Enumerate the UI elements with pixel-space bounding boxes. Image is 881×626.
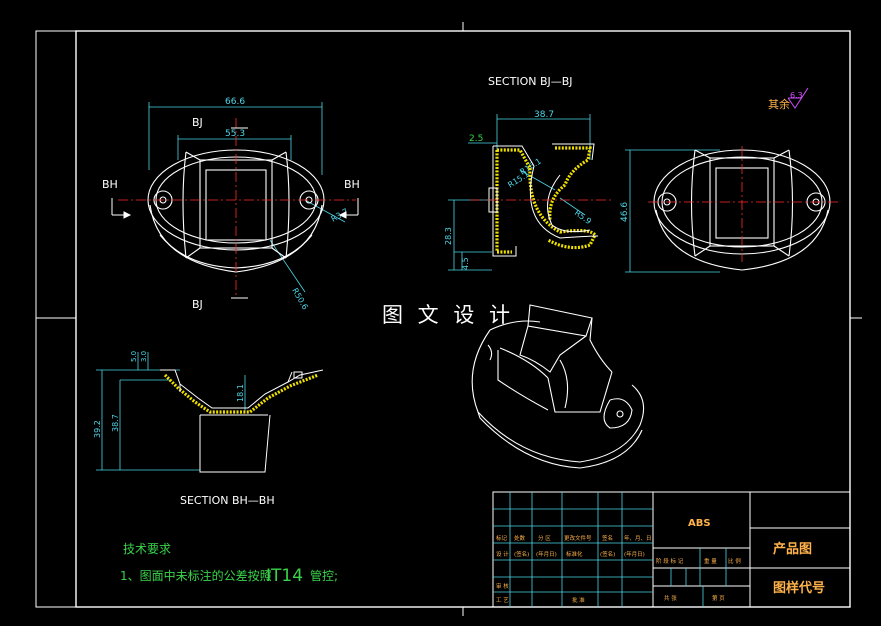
dim-38-7: 38.7 (534, 110, 554, 120)
mark-bh-right: BH (344, 178, 360, 191)
tb-design-3: 标准化 (566, 550, 583, 558)
tb-rev-3: 更改文件号 (564, 534, 592, 542)
dim-2-5: 2.5 (469, 134, 483, 144)
notes-title: 技术要求 (123, 542, 171, 556)
watermark-text: 图 文 设 计 (382, 303, 514, 327)
tb-process-2: 批 准 (572, 596, 585, 604)
dim-39-2: 39.2 (93, 420, 102, 438)
section-bj-title: SECTION BJ—BJ (488, 75, 573, 88)
tb-design-2: (年月日) (536, 550, 557, 558)
tb-rev-4: 签名 (602, 534, 613, 542)
tb-process-0: 工 艺 (496, 597, 509, 604)
tb-stage-mark: 阶 段 标 记 (656, 557, 684, 565)
top-view: 66.6 55.3 R3.7 R50.6 (102, 97, 360, 311)
material-label: ABS (688, 518, 711, 529)
tb-design-0: 设 计 (496, 550, 509, 558)
tb-design-5: (年月日) (624, 550, 645, 558)
roughness-value: 6.3 (790, 91, 803, 100)
dim-55-3: 55.3 (225, 129, 245, 139)
dim-18-1: 18.1 (236, 384, 245, 402)
drawing-type-label: 产品图 (773, 541, 812, 557)
tb-sheets-total: 共 张 (664, 594, 677, 602)
dim-66-6: 66.6 (225, 97, 245, 107)
tb-weight: 重 量 (704, 557, 717, 565)
technical-notes: 技术要求 1、图面中未标注的公差按照 IT14 管控; (120, 542, 338, 586)
tb-design-1: (签名) (514, 550, 529, 558)
mark-bh-left: BH (102, 178, 118, 191)
dim-3-0: 3.0 (140, 351, 148, 362)
side-view: 46.6 (620, 146, 838, 273)
mark-bj-bottom: BJ (192, 298, 203, 311)
roughness-symbol: 其余 6.3 (768, 87, 809, 111)
dim-5-0: 5.0 (130, 351, 138, 362)
isometric-view (471, 304, 645, 469)
section-bh-title: SECTION BH—BH (180, 494, 275, 507)
tb-review-0: 审 核 (496, 582, 509, 590)
dim-38-7-bh: 38.7 (111, 414, 120, 432)
notes-item-1-prefix: 1、图面中未标注的公差按照 (120, 568, 272, 583)
tb-rev-1: 处数 (514, 534, 526, 542)
section-bh-view: 39.2 38.7 5.0 3.0 18.1 SECTION BH—BH (93, 351, 324, 507)
roughness-label: 其余 (768, 97, 790, 111)
title-block: ABS 产品图 图样代号 标记 处数 分 区 更改文件号 签名 年、月、日 设 … (492, 491, 851, 608)
drawing-frame (35, 22, 862, 616)
drawing-code-label: 图样代号 (773, 580, 825, 596)
dim-4-5: 4.5 (461, 257, 470, 270)
tb-design-4: (签名) (600, 550, 615, 558)
tb-sheet-no: 第 页 (712, 594, 725, 602)
tb-rev-2: 分 区 (538, 534, 551, 542)
tb-rev-5: 年、月、日 (624, 534, 652, 542)
notes-item-1-grade: IT14 (266, 566, 303, 586)
mark-bj-top: BJ (192, 116, 203, 129)
dim-28-3: 28.3 (444, 227, 453, 245)
dim-46-6: 46.6 (620, 202, 630, 222)
tb-scale: 比 例 (728, 557, 741, 565)
tb-rev-0: 标记 (496, 534, 508, 542)
notes-item-1-suffix: 管控; (310, 568, 338, 583)
